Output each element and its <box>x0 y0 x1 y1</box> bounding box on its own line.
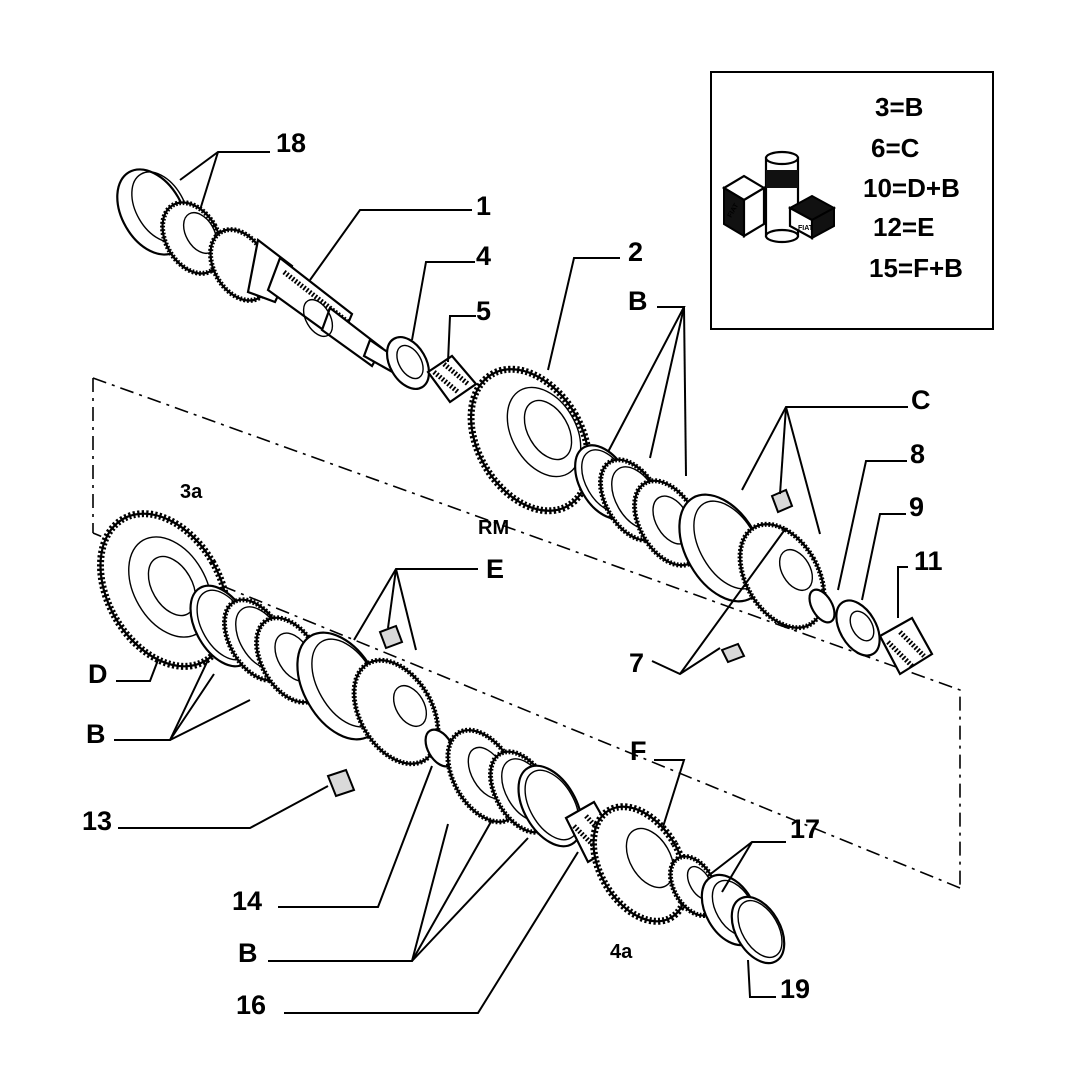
callout-label: C <box>911 385 931 415</box>
main-shaft <box>208 227 404 376</box>
callout-label: RM <box>478 517 509 539</box>
callout-label: F <box>630 736 647 766</box>
legend-row: 6=C <box>871 133 920 163</box>
callout-labels: 18 1 4 5 2 B C 8 9 11 7 RM 3a E D B 13 F… <box>82 128 943 1020</box>
synchro-ring <box>517 764 583 848</box>
legend-row: 3=B <box>875 92 923 122</box>
thrust-ring <box>385 336 431 390</box>
callout-label: B <box>238 938 258 968</box>
fourth-gear-group <box>445 727 786 965</box>
callout-label: 9 <box>909 492 924 522</box>
callout-label: 7 <box>629 648 644 678</box>
legend-row: 12=E <box>873 212 934 242</box>
synchro-hub <box>737 521 827 631</box>
callout-label: B <box>628 286 648 316</box>
callout-label: E <box>486 554 504 584</box>
key <box>326 768 356 798</box>
callout-label: 14 <box>232 886 262 916</box>
key <box>770 488 794 514</box>
callout-label: 2 <box>628 237 643 267</box>
needle-bearing <box>878 616 934 676</box>
key <box>378 624 404 650</box>
callout-label: 19 <box>780 974 810 1004</box>
input-shaft-group <box>116 168 478 404</box>
fourth-gear <box>590 803 690 925</box>
callout-label: D <box>88 659 108 689</box>
callout-label: 11 <box>914 546 943 576</box>
product-label: FIAT <box>798 225 814 232</box>
callout-label: 5 <box>476 296 491 326</box>
reverse-gear-group <box>467 365 934 676</box>
callout-label: 1 <box>476 191 491 221</box>
reverse-gear <box>467 365 593 515</box>
callout-label: 17 <box>790 814 820 844</box>
key <box>720 642 746 664</box>
shim-ring <box>730 895 786 965</box>
callout-label: B <box>86 719 106 749</box>
callout-label: 13 <box>82 806 112 836</box>
bushing <box>835 599 881 657</box>
lubricant-legend: FIAT FIAT FIAT 3=B 6=C 10=D+B 12=E 15=F+… <box>710 71 994 330</box>
legend-row: 10=D+B <box>863 173 960 203</box>
assembly-axis-line <box>92 377 961 889</box>
lubricant-product-icon: FIAT FIAT FIAT <box>721 150 837 244</box>
callout-label: 18 <box>276 128 306 158</box>
callout-label: 4 <box>476 241 491 271</box>
leader-lines <box>114 151 908 1014</box>
synchro-hub <box>351 657 441 767</box>
callout-label: 3a <box>180 481 203 503</box>
callout-label: 16 <box>236 990 266 1020</box>
callout-label: 4a <box>610 941 633 963</box>
snap-ring <box>808 588 836 624</box>
legend-row: 15=F+B <box>869 253 963 283</box>
needle-bearing <box>426 354 478 404</box>
product-label: FIAT <box>779 191 788 208</box>
third-gear-group <box>96 510 456 798</box>
callout-label: 8 <box>910 439 925 469</box>
